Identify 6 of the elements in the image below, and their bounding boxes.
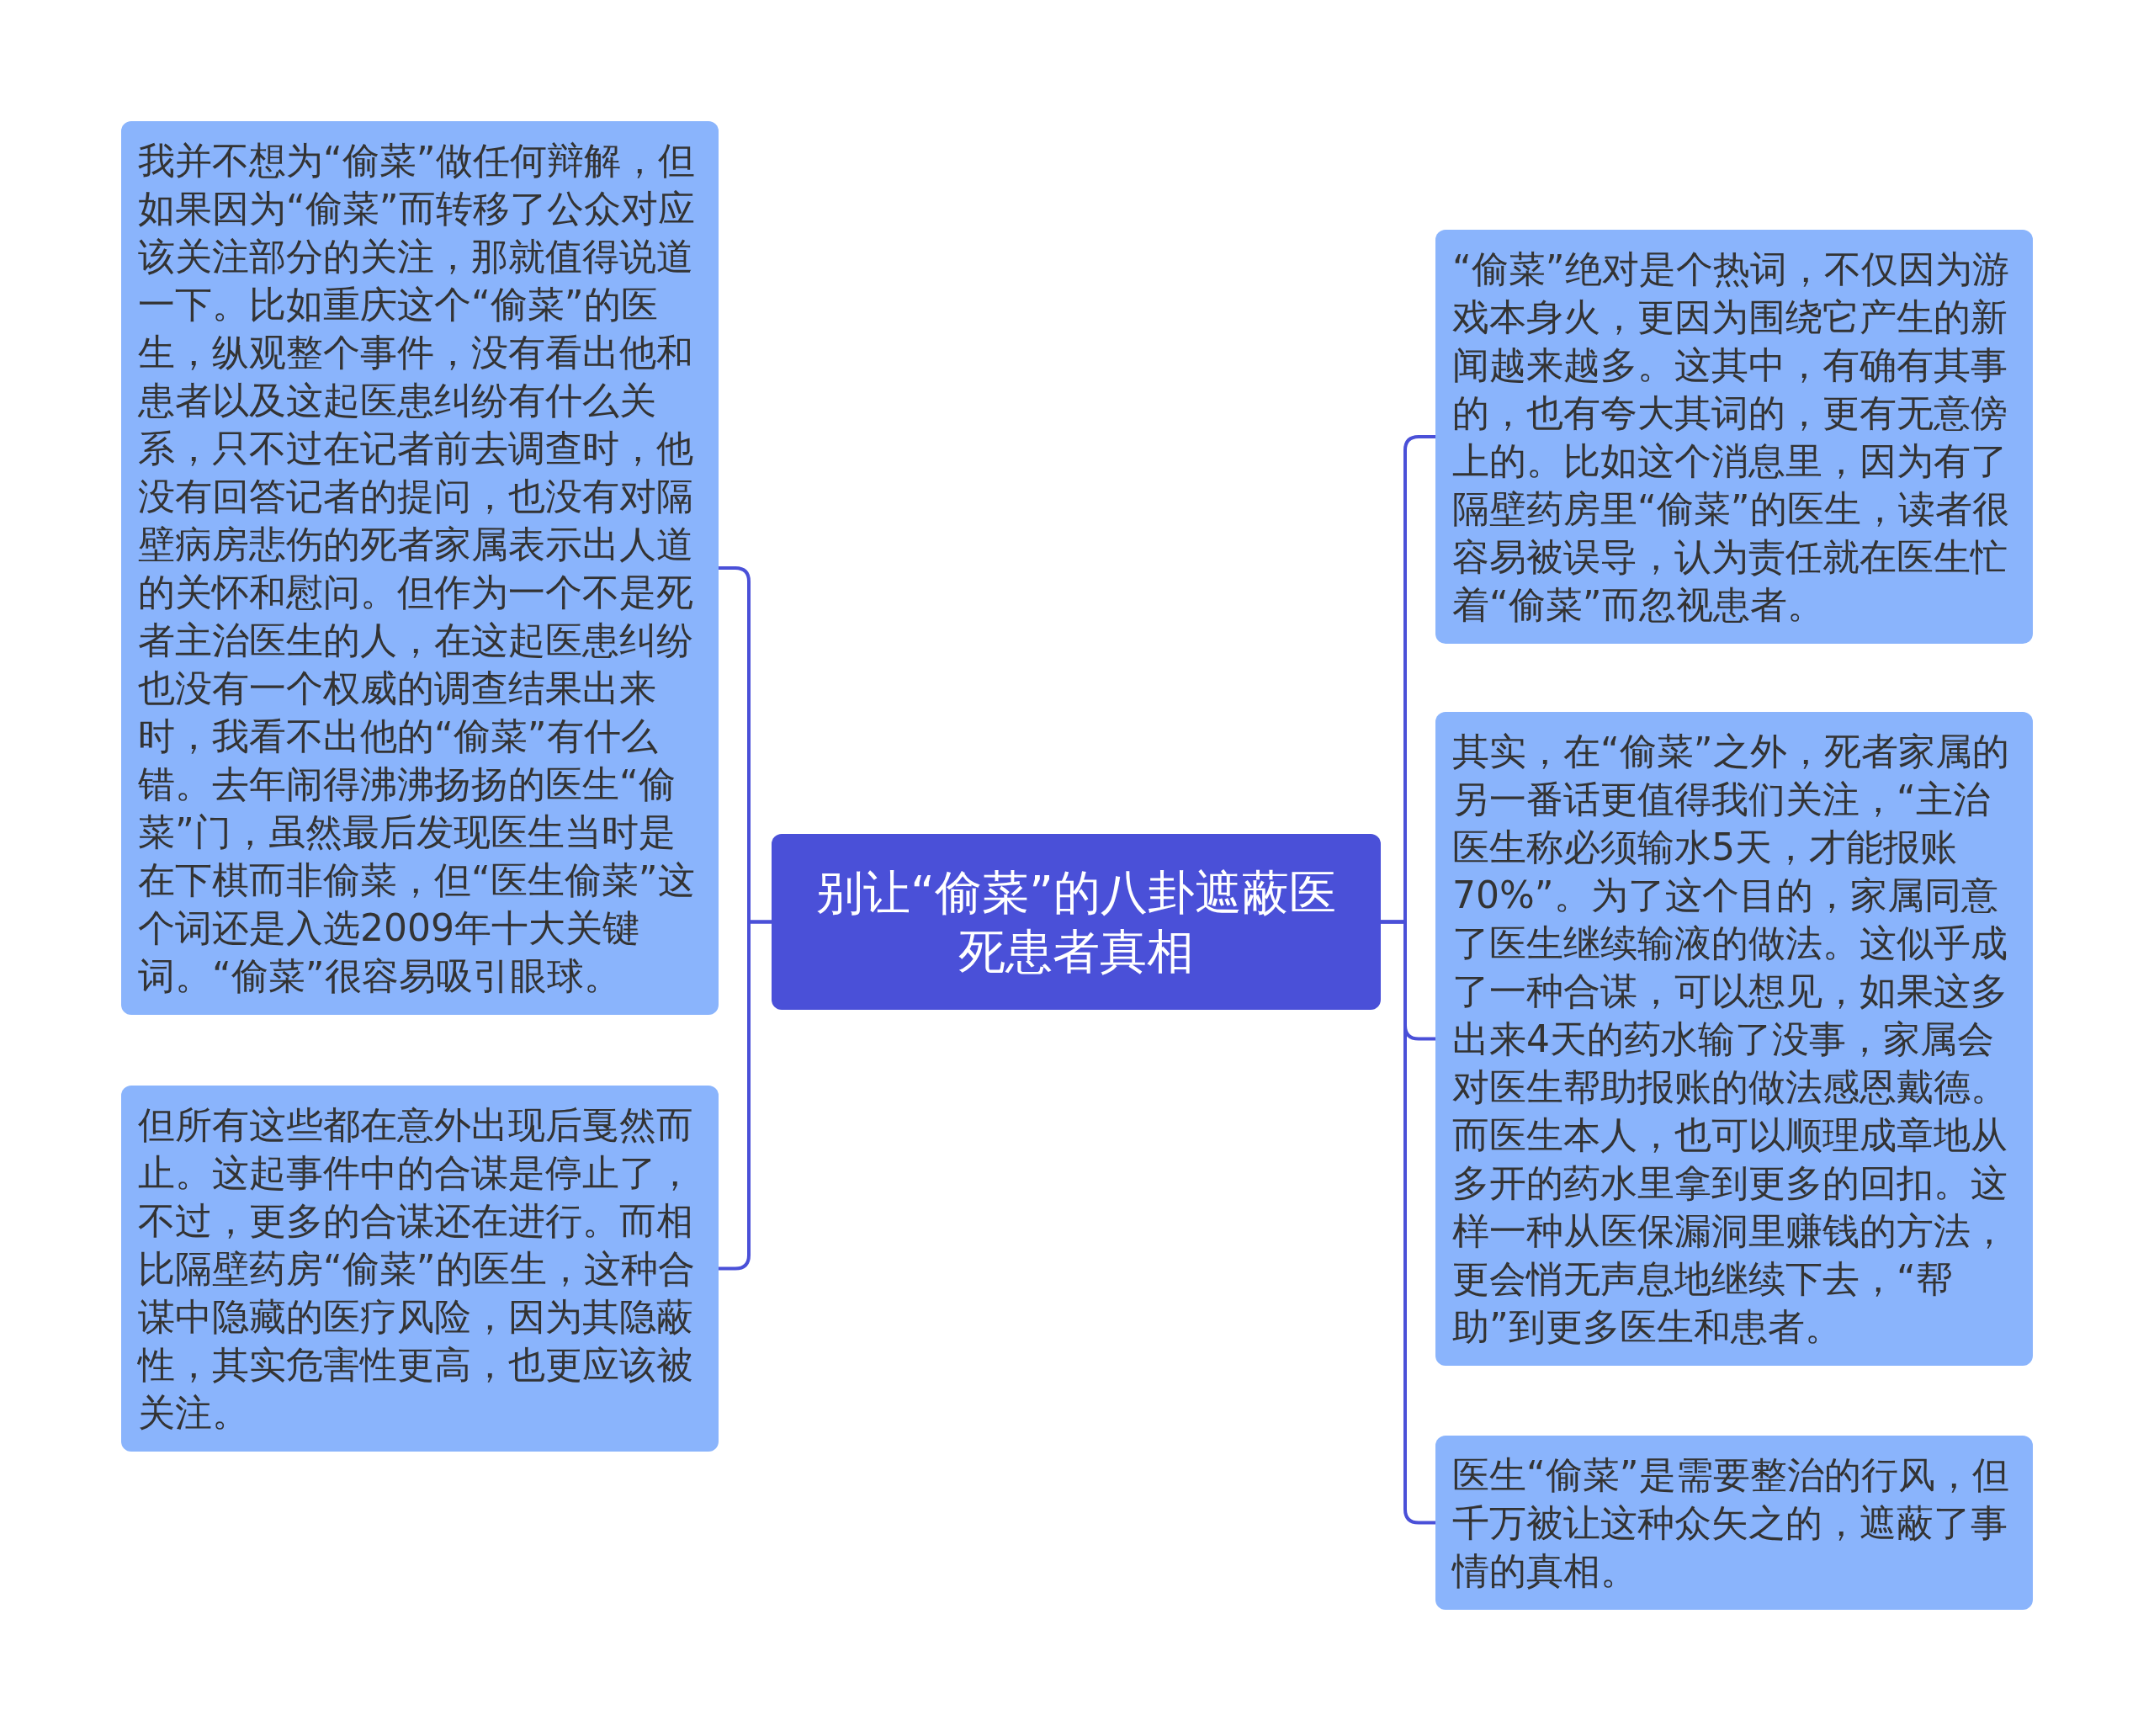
topic-box: 其实，在“偷菜”之外，死者家属的另一番话更值得我们关注，“主治医生称必须输水5天，才能报账70%”。为了这个目的，家属同意了医生继续输液的做法。这似乎成了一种合谋，可以想见，如果这多出来4天的药水输了没事，家属会对医生帮助报账的做法感恩戴德。而医生本人，也可以顺理成章地从多开的药水里拿到更多的回扣。这样一种从医保漏洞里赚钱的方法，更会悄无声息地继续下去，“帮助”到更多医生和患者。 <box>1435 712 2033 1366</box>
topic-box: 医生“偷菜”是需要整治的行风，但千万被让这种众矢之的，遮蔽了事情的真相。 <box>1435 1436 2033 1610</box>
central-topic-box: 别让“偷菜”的八卦遮蔽医死患者真相 <box>772 834 1381 1010</box>
topic-box: 但所有这些都在意外出现后戛然而止。这起事件中的合谋是停止了，不过，更多的合谋还在进行。而相比隔壁药房“偷菜”的医生，这种合谋中隐藏的医疗风险，因为其隐蔽性，其实危害性更高，也更应该被关注。 <box>121 1086 719 1452</box>
topic-box: “偷菜”绝对是个热词，不仅因为游戏本身火，更因为围绕它产生的新闻越来越多。这其中，有确有其事的，也有夸大其词的，更有无意傍上的。比如这个消息里，因为有了隔壁药房里“偷菜”的医生，读者很容易被误导，认为责任就在医生忙着“偷菜”而忽视患者。 <box>1435 230 2033 644</box>
topic-box: 我并不想为“偷菜”做任何辩解，但如果因为“偷菜”而转移了公众对应该关注部分的关注，那就值得说道一下。比如重庆这个“偷菜”的医生，纵观整个事件，没有看出他和患者以及这起医患纠纷有什么关系，只不过在记者前去调查时，他没有回答记者的提问，也没有对隔壁病房悲伤的死者家属表示出人道的关怀和慰问。但作为一个不是死者主治医生的人，在这起医患纠纷也没有一个权威的调查结果出来时，我看不出他的“偷菜”有什么错。去年闹得沸沸扬扬的医生“偷菜”门，虽然最后发现医生当时是在下棋而非偷菜，但“医生偷菜”这个词还是入选2009年十大关键词。“偷菜”很容易吸引眼球。 <box>121 121 719 1015</box>
